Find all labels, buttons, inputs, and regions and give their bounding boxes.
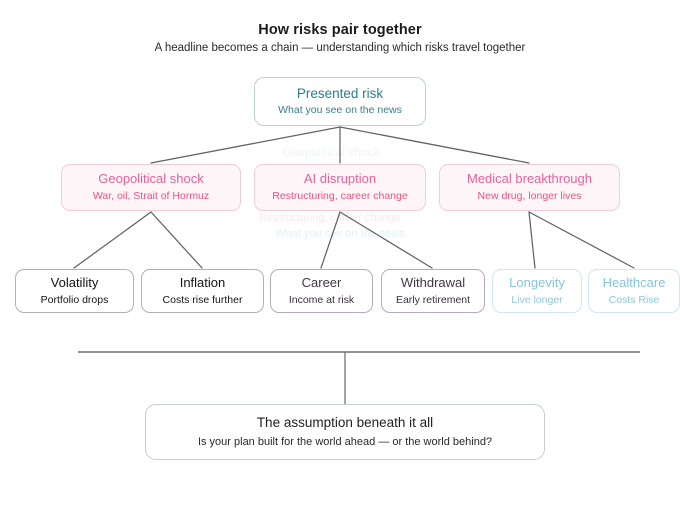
node-subtitle: Portfolio drops: [40, 293, 109, 306]
node-medical-breakthrough[interactable]: Medical breakthrough New drug, longer li…: [439, 164, 620, 211]
edge-medical-to-healthcare: [528, 211, 635, 269]
node-title: Volatility: [50, 274, 99, 290]
node-subtitle: Early retirement: [395, 293, 471, 306]
node-subtitle: What you see on the news: [278, 104, 402, 117]
node-subtitle: Income at risk: [288, 293, 355, 306]
node-title: Healthcare: [602, 274, 666, 290]
edge-root-to-medical: [339, 126, 530, 164]
node-subtitle: Live longer: [511, 293, 563, 306]
node-title: Career: [301, 274, 342, 290]
edge-medical-to-longevity: [528, 211, 536, 269]
node-longevity[interactable]: Longevity Live longer: [492, 269, 582, 313]
edge-ai-to-career: [320, 211, 341, 269]
node-subtitle: Is your plan built for the world ahead —…: [197, 435, 493, 448]
node-subtitle: Restructuring, career change: [272, 190, 408, 203]
node-subtitle: War, oil, Strait of Hormuz: [92, 190, 210, 203]
ghost-artifact-root-subtitle: What you see on the news: [275, 228, 405, 240]
node-healthcare[interactable]: Healthcare Costs Rise: [588, 269, 680, 313]
node-title: AI disruption: [303, 171, 377, 187]
edge-geopolitical-to-inflation: [150, 211, 203, 269]
node-title: Withdrawal: [400, 274, 466, 290]
node-subtitle: New drug, longer lives: [477, 190, 582, 203]
page-subtitle: A headline becomes a chain — understandi…: [154, 42, 526, 54]
node-subtitle: Costs rise further: [162, 293, 243, 306]
node-title: Medical breakthrough: [466, 171, 593, 187]
node-title: Inflation: [179, 274, 226, 290]
page-title: How risks pair together: [258, 22, 422, 38]
edge-ai-to-withdrawal: [339, 211, 433, 269]
node-assumption[interactable]: The assumption beneath it all Is your pl…: [145, 404, 545, 460]
node-inflation[interactable]: Inflation Costs rise further: [141, 269, 264, 313]
node-geopolitical-shock[interactable]: Geopolitical shock War, oil, Strait of H…: [61, 164, 241, 211]
node-subtitle: Costs Rise: [608, 293, 660, 306]
ghost-artifact-mid-subtitle: Restructuring, career change: [259, 212, 401, 224]
node-volatility[interactable]: Volatility Portfolio drops: [15, 269, 134, 313]
node-title: Longevity: [509, 274, 565, 290]
node-title: Presented risk: [296, 85, 384, 101]
edge-root-to-geopolitical: [150, 126, 341, 164]
ghost-artifact-mid-title: Geopolitical shock: [282, 145, 380, 159]
node-career[interactable]: Career Income at risk: [270, 269, 373, 313]
edge-geopolitical-to-volatility: [73, 211, 152, 269]
node-title: Geopolitical shock: [98, 171, 204, 187]
node-withdrawal[interactable]: Withdrawal Early retirement: [381, 269, 485, 313]
node-presented-risk[interactable]: Presented risk What you see on the news: [254, 77, 426, 126]
node-title: The assumption beneath it all: [256, 415, 434, 431]
node-ai-disruption[interactable]: AI disruption Restructuring, career chan…: [254, 164, 426, 211]
